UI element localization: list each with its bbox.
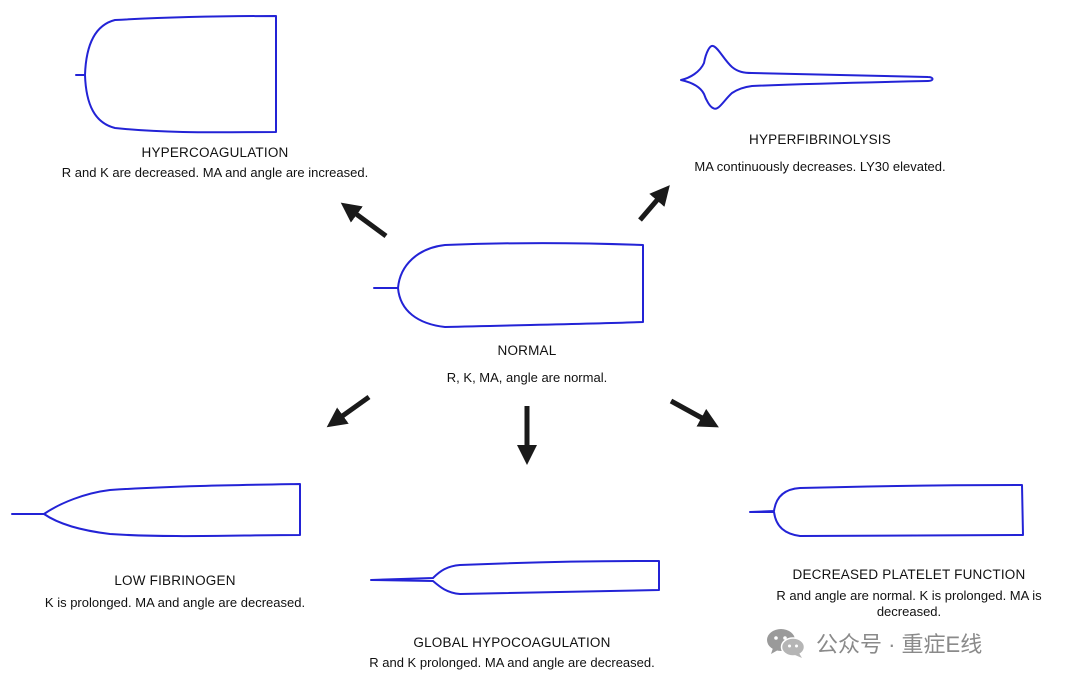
normal-trace bbox=[373, 242, 644, 328]
arrow-to-hyperfibrinolysis bbox=[638, 185, 670, 222]
normal-title: NORMAL bbox=[497, 343, 557, 358]
low-fibrinogen-label: LOW FIBRINOGEN K is prolonged. MA and an… bbox=[20, 572, 330, 611]
hyperfibrinolysis-label: HYPERFIBRINOLYSIS MA continuously decrea… bbox=[665, 131, 975, 175]
global-hypocoagulation-title: GLOBAL HYPOCOAGULATION bbox=[413, 635, 611, 650]
normal-label: NORMAL R, K, MA, angle are normal. bbox=[417, 342, 637, 386]
global-hypocoagulation-label: GLOBAL HYPOCOAGULATION R and K prolonged… bbox=[342, 634, 682, 671]
decreased-platelet-function-trace bbox=[749, 484, 1024, 537]
hyperfibrinolysis-trace bbox=[680, 44, 934, 110]
decreased-platelet-function-title: DECREASED PLATELET FUNCTION bbox=[792, 567, 1026, 582]
hypercoagulation-label: HYPERCOAGULATION R and K are decreased. … bbox=[17, 144, 413, 181]
hyperfibrinolysis-description: MA continuously decreases. LY30 elevated… bbox=[694, 159, 946, 174]
hypercoagulation-trace bbox=[75, 15, 277, 134]
low-fibrinogen-description: K is prolonged. MA and angle are decreas… bbox=[44, 595, 306, 610]
low-fibrinogen-trace bbox=[11, 483, 301, 538]
hypercoagulation-description: R and K are decreased. MA and angle are … bbox=[61, 165, 369, 180]
watermark-text: 公众号 · 重症E线 bbox=[816, 632, 983, 657]
global-hypocoagulation-description: R and K prolonged. MA and angle are decr… bbox=[369, 655, 655, 670]
decreased-platelet-function-description: R and angle are normal. K is prolonged. … bbox=[776, 588, 1042, 619]
low-fibrinogen-title: LOW FIBRINOGEN bbox=[114, 573, 236, 588]
decreased-platelet-function-label: DECREASED PLATELET FUNCTION R and angle … bbox=[764, 566, 1054, 620]
hypercoagulation-title: HYPERCOAGULATION bbox=[141, 145, 289, 160]
global-hypocoagulation-trace bbox=[370, 560, 660, 595]
arrow-to-hypercoagulation bbox=[340, 202, 388, 239]
arrow-to-decreased-platelet-function bbox=[669, 398, 719, 428]
wechat-icon bbox=[767, 629, 806, 658]
hyperfibrinolysis-title: HYPERFIBRINOLYSIS bbox=[749, 132, 891, 147]
watermark: 公众号 · 重症E线 bbox=[764, 626, 982, 660]
normal-description: R, K, MA, angle are normal. bbox=[446, 370, 608, 385]
arrow-to-low-fibrinogen bbox=[326, 394, 371, 428]
